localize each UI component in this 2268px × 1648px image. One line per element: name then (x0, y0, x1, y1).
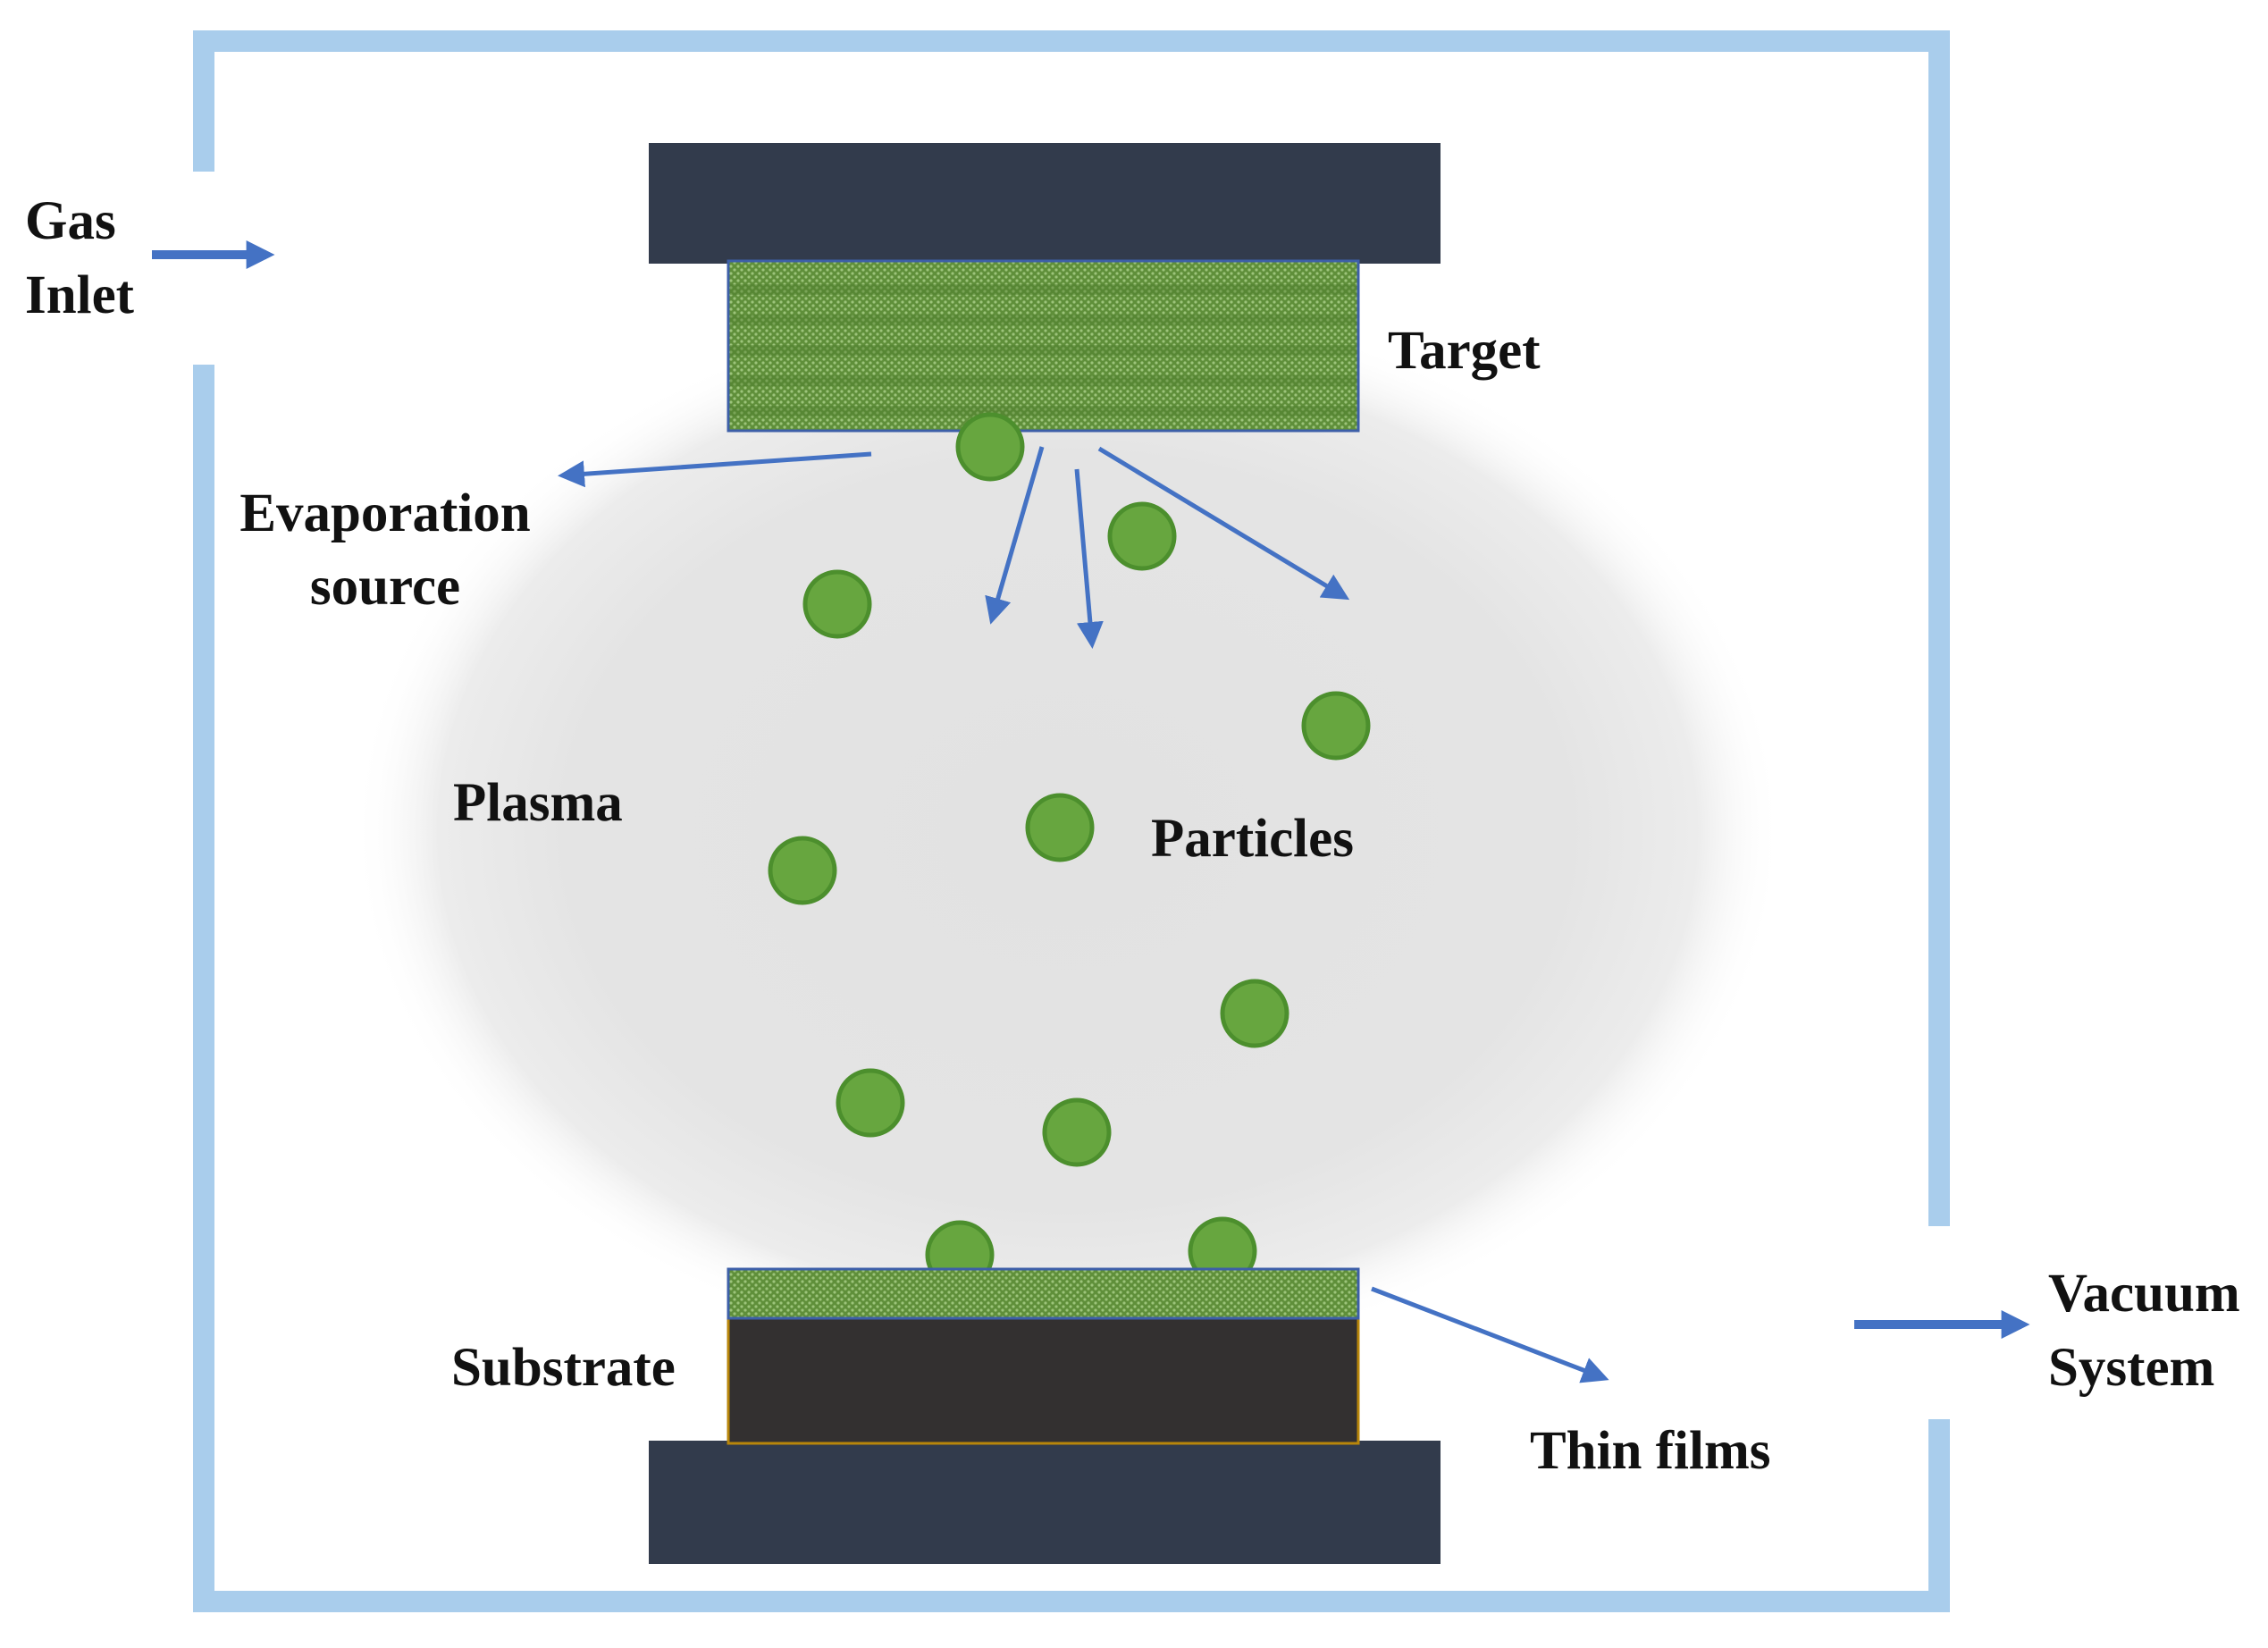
particles (768, 412, 1371, 1290)
vacuum-system-label-line1: Vacuum (2048, 1264, 2240, 1324)
evaporation-source-label-line1: Evaporation (239, 483, 530, 543)
particle (1107, 501, 1177, 571)
particle (1025, 793, 1095, 862)
target-stripes (730, 284, 1357, 416)
gas-inlet-label-line1: Gas (25, 191, 116, 251)
substrate-block (727, 1314, 1360, 1445)
vacuum-chamber (193, 30, 1950, 1612)
particle (836, 1068, 905, 1138)
gas-inlet-label-line2: Inlet (25, 265, 135, 325)
particle (802, 569, 872, 639)
vacuum-system-label-line2: System (2048, 1338, 2214, 1398)
evaporation-source-label-line2: source (310, 557, 460, 617)
thin-film-pointer-arrow (1371, 1286, 1609, 1383)
substrate-label: Substrate (451, 1338, 676, 1398)
plasma-label: Plasma (453, 773, 623, 833)
evaporation-pointer-arrow (558, 451, 872, 488)
particle-emission-arrow-2 (1074, 468, 1104, 649)
particle-emission-arrow-1 (985, 446, 1045, 625)
particle (1042, 1097, 1112, 1167)
particles-label: Particles (1151, 809, 1354, 869)
top-electrode (649, 143, 1441, 264)
particle (1301, 691, 1371, 761)
thin-films-label: Thin films (1530, 1421, 1771, 1481)
target-block (727, 259, 1360, 433)
pointer-arrows (558, 446, 1609, 1383)
particle-emission-arrow-3 (1097, 446, 1350, 601)
flow-arrows (152, 240, 2030, 1340)
target-label: Target (1388, 321, 1541, 381)
particle (1220, 979, 1289, 1048)
thin-film-layer (727, 1267, 1360, 1320)
particle (768, 836, 837, 905)
particle (955, 412, 1025, 482)
bottom-electrode (649, 1441, 1441, 1564)
